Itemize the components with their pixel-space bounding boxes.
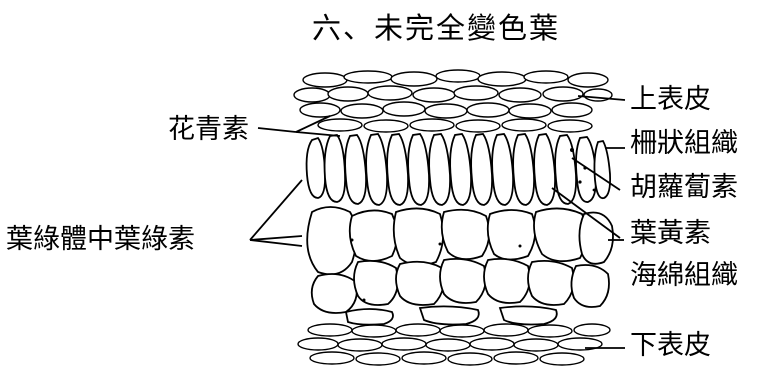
label-carotene: 胡蘿蔔素 — [630, 172, 738, 203]
label-xanthophyll: 葉黃素 — [630, 218, 711, 249]
label-chlorophyll: 葉綠體中葉綠素 — [6, 224, 195, 255]
diagram-title: 六、未完全變色葉 — [312, 11, 560, 45]
palisade-layer — [307, 134, 611, 205]
spongy-layer — [307, 207, 613, 325]
label-lower-epidermis: 下表皮 — [630, 330, 711, 361]
upper-epidermis-layer — [294, 70, 612, 132]
label-upper-epidermis: 上表皮 — [630, 84, 711, 115]
label-spongy: 海綿組織 — [630, 260, 738, 291]
label-anthocyanin: 花青素 — [168, 114, 249, 145]
label-palisade: 柵狀組織 — [630, 128, 738, 159]
lower-epidermis-layer — [298, 324, 610, 365]
